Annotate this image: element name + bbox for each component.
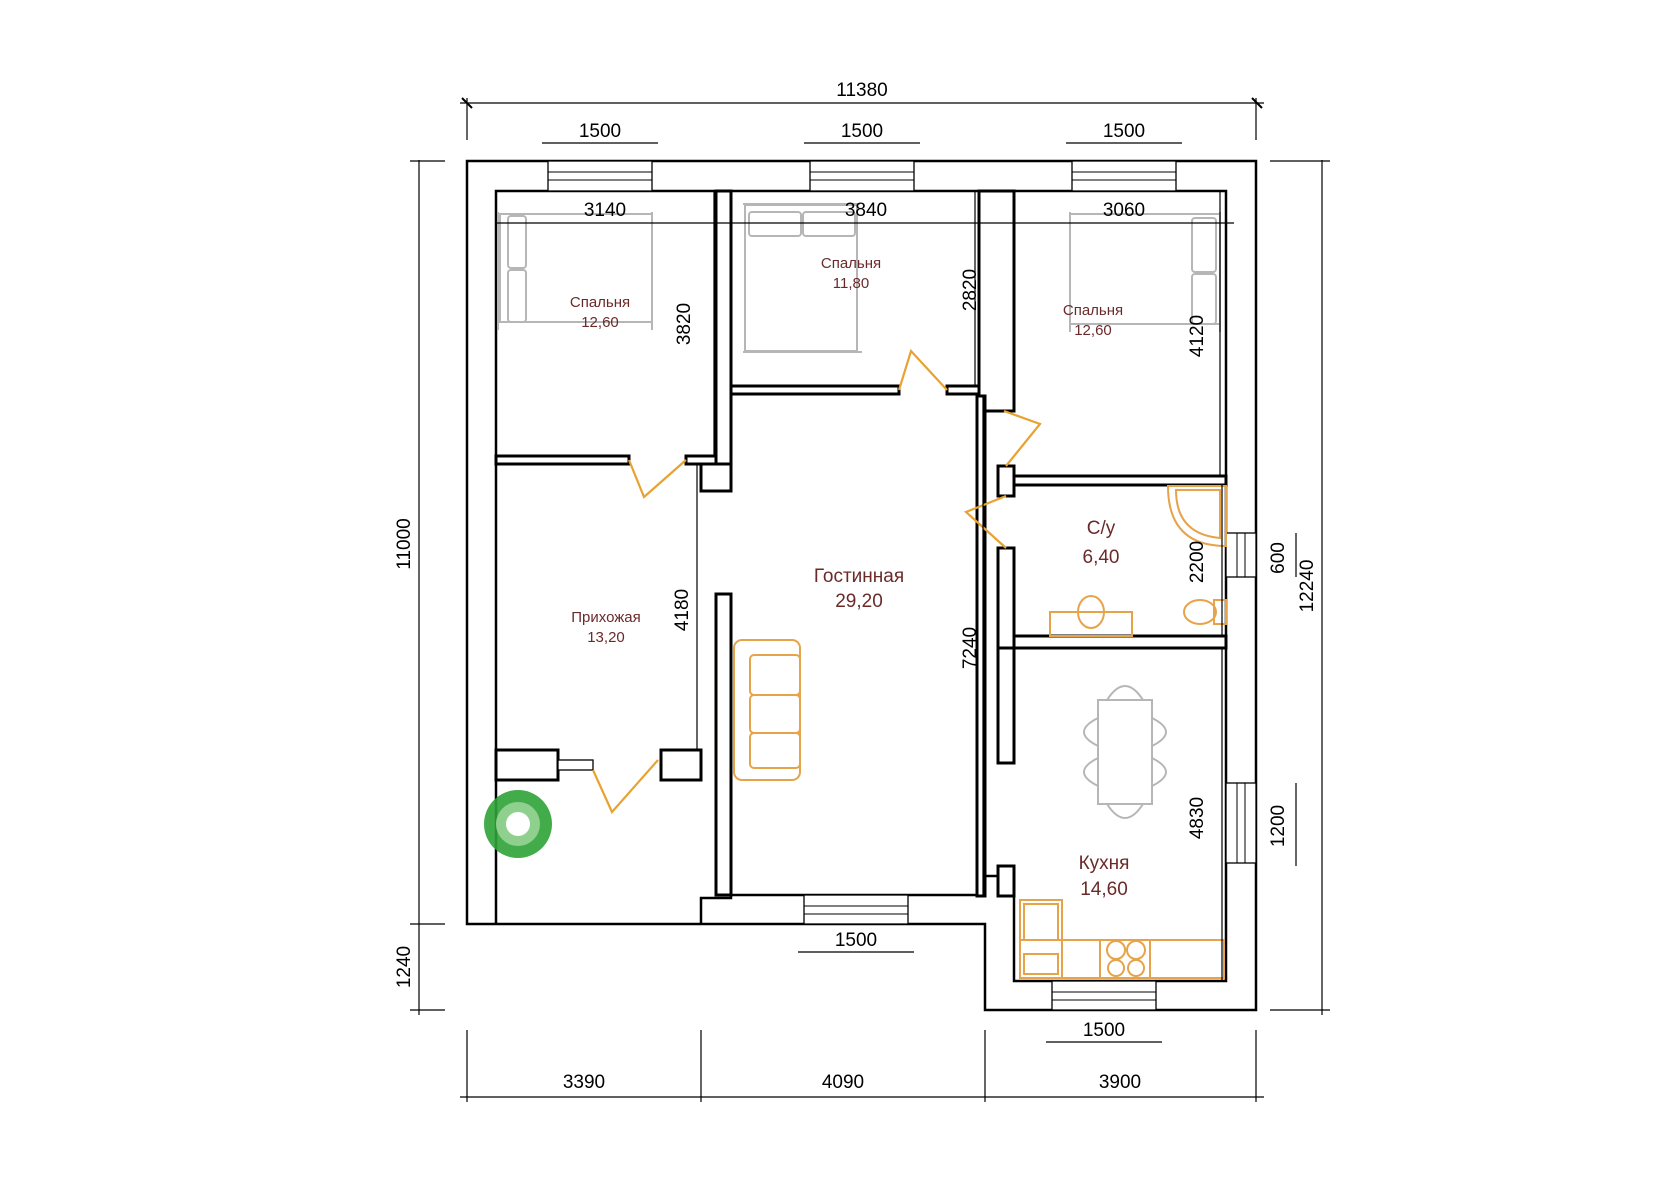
wall-living-right <box>975 394 987 898</box>
window-bed-left <box>547 160 653 192</box>
door-bed-mid <box>897 348 948 391</box>
room-bedroom-right-area: 12,60 <box>1074 322 1112 339</box>
door-entrance <box>591 759 659 815</box>
dining-table <box>1083 685 1167 819</box>
dim-bed-right-width: 3060 <box>1103 200 1145 221</box>
room-bedroom-left-area: 12,60 <box>581 314 619 331</box>
dim-window-bed-left: 1500 <box>579 121 621 142</box>
dim-bed-mid-height: 2820 <box>960 269 981 311</box>
wall-living-left <box>714 592 733 897</box>
dim-bottom-right: 3900 <box>1099 1072 1141 1093</box>
window-bath <box>1225 532 1257 578</box>
dim-living-height: 7240 <box>960 627 981 669</box>
bed-mid <box>743 203 862 353</box>
wall-bed-mid-bottom-l <box>729 384 901 396</box>
dimension-labels: 11380 1500 1500 1500 3140 3840 3060 3820… <box>394 80 1318 1093</box>
wall-hall-bottom-l <box>494 748 560 782</box>
door-bath <box>963 494 1007 549</box>
room-bedroom-mid-name: Спальня <box>821 255 881 272</box>
window-living <box>803 894 909 925</box>
window-bed-right <box>1071 160 1177 192</box>
window-kitchen <box>1051 980 1157 1011</box>
wall-bed-mid-right <box>977 189 1016 413</box>
dim-total-height: 11000 <box>394 518 415 569</box>
window-bed-mid <box>809 160 915 192</box>
wall-bed-right-bottom <box>1012 474 1228 487</box>
windows <box>547 160 1257 1011</box>
dim-porch-depth: 1240 <box>394 946 415 988</box>
dim-bath-window: 600 <box>1268 542 1289 574</box>
dim-window-bed-right: 1500 <box>1103 121 1145 142</box>
dimension-lines <box>410 97 1330 1102</box>
room-labels: Спальня 12,60 Спальня 11,80 Спальня 12,6… <box>570 255 1130 900</box>
room-hallway-name: Прихожая <box>571 609 641 626</box>
dim-total-height-right: 12240 <box>1297 560 1318 613</box>
wall-bath-left <box>996 546 1016 650</box>
dim-bed-mid-width: 3840 <box>845 200 887 221</box>
wall-kitchen-left <box>996 646 1016 765</box>
door-bed-left <box>627 459 687 499</box>
doors <box>591 348 1042 815</box>
dim-bed-left-height: 3820 <box>674 303 695 345</box>
dim-total-width: 11380 <box>836 80 887 101</box>
wall-bed-left-mid <box>714 189 733 491</box>
wall-bed-left-bottom <box>494 454 631 466</box>
dim-bottom-left: 3390 <box>563 1072 605 1093</box>
room-living-name: Гостинная <box>814 566 904 587</box>
dim-kitchen-window: 1200 <box>1268 805 1289 847</box>
dim-bath-height: 2200 <box>1187 541 1208 583</box>
dim-kitchen-height: 4830 <box>1187 797 1208 839</box>
kitchen-counter <box>1019 899 1225 979</box>
wall-bath-door-l <box>996 464 1016 498</box>
room-bedroom-right-name: Спальня <box>1063 302 1123 319</box>
window-kitchen-side <box>1225 782 1257 864</box>
room-bathroom-name: С/у <box>1087 518 1116 539</box>
room-living-area: 29,20 <box>835 591 883 612</box>
dim-window-living: 1500 <box>835 930 877 951</box>
wall-bath-kitchen <box>1012 634 1228 650</box>
wall-bed-mid-bottom-r <box>945 384 981 396</box>
furniture <box>484 203 1227 979</box>
wall-kitchen-left-b <box>996 864 1016 898</box>
window-entrance <box>557 759 594 771</box>
dim-hall-height: 4180 <box>672 589 693 631</box>
dim-window-bed-mid: 1500 <box>841 121 883 142</box>
wall-living-left-top <box>699 462 733 493</box>
room-bedroom-left-name: Спальня <box>570 294 630 311</box>
room-kitchen-name: Кухня <box>1079 853 1130 874</box>
interior-walls <box>494 189 1228 898</box>
wall-hall-bottom-r <box>659 748 703 782</box>
dim-bed-left-width: 3140 <box>584 200 626 221</box>
bathroom-fixtures <box>1049 485 1227 637</box>
room-kitchen-area: 14,60 <box>1080 879 1128 900</box>
room-hallway-area: 13,20 <box>587 629 625 646</box>
bed-left <box>497 212 653 330</box>
room-bedroom-mid-area: 11,80 <box>833 275 869 292</box>
dim-bed-right-height: 4120 <box>1187 315 1208 357</box>
dim-bottom-mid: 4090 <box>822 1072 864 1093</box>
sofa <box>733 639 801 781</box>
dim-window-kitchen: 1500 <box>1083 1020 1125 1041</box>
room-bathroom-area: 6,40 <box>1083 547 1120 568</box>
plant-icon <box>484 790 552 858</box>
door-bed-right <box>1003 409 1042 467</box>
